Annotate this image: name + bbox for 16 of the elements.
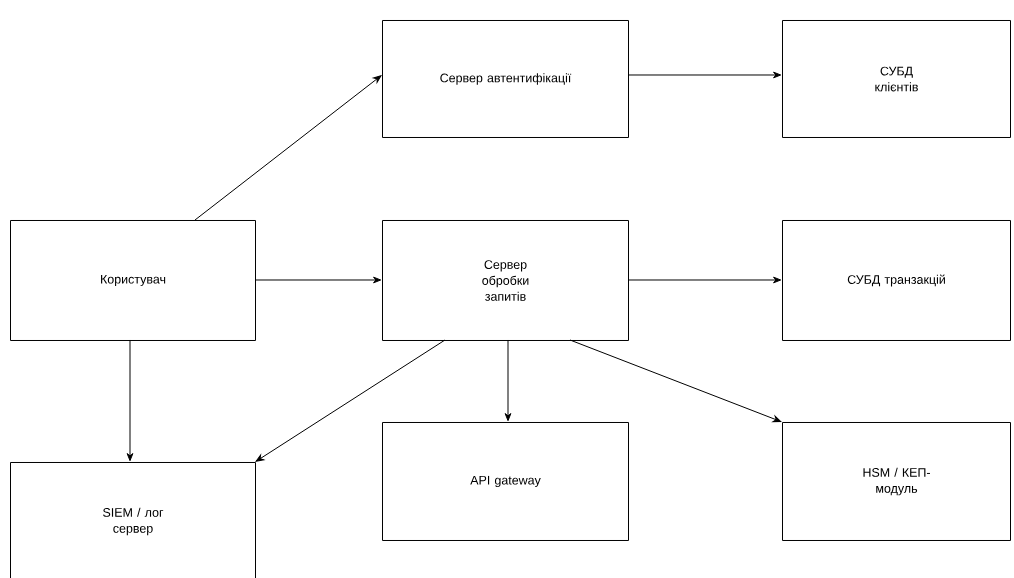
arrow	[255, 339, 446, 462]
arrow	[627, 276, 782, 284]
arrow	[126, 339, 134, 462]
arrow	[504, 339, 512, 422]
arrow	[569, 339, 782, 423]
process-box: Користувач	[10, 220, 256, 341]
arrow	[627, 71, 782, 79]
arrow	[254, 276, 382, 284]
process-box: Сервер автентифікації	[382, 20, 629, 138]
process-box: СУБД клієнтів	[782, 20, 1011, 138]
process-box: SIEM / лог сервер	[10, 462, 256, 578]
process-box: СУБД транзакцій	[782, 220, 1011, 341]
process-box: HSM / КЕП-модуль	[782, 422, 1011, 541]
process-box: API gateway	[382, 422, 629, 541]
arrow	[194, 75, 382, 221]
process-box: Сервер обробки запитів	[382, 220, 629, 341]
